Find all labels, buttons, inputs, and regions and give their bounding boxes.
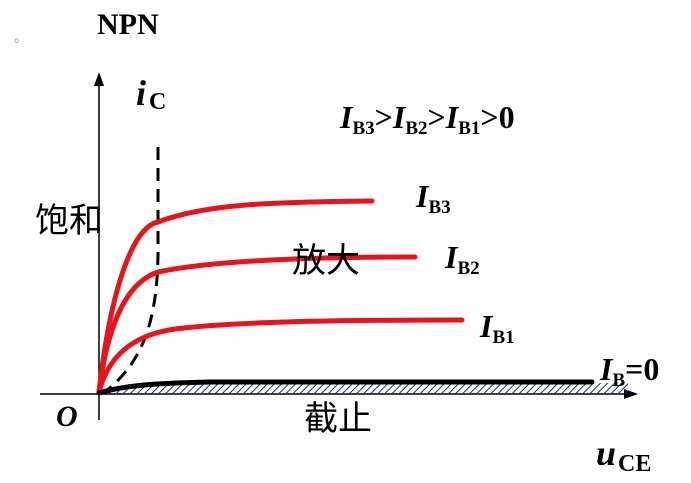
condition-op-2: > [428,99,446,135]
region-amplification: 放大 [292,241,360,281]
curve-label-ib3: IB3 [415,178,451,218]
curve-label-ib0-tail: =0 [625,351,659,387]
x-axis-label: uCE [596,433,651,477]
condition-ib2-main: I [392,99,407,135]
curve-ib3 [96,198,375,395]
condition-ib3-main: I [339,99,354,135]
curve-label-ib3-sub: B3 [428,197,450,218]
curve-label-ib3-main: I [415,178,430,214]
curve-label-ib2-sub: B2 [457,258,479,279]
curve-ib0 [96,379,595,396]
cutoff-hatch-region [99,383,628,394]
condition-op-1: > [375,99,393,135]
origin-label: O [56,400,78,433]
y-axis-label-main: i [136,73,146,113]
curve-ib2 [96,254,418,395]
curve-label-ib0-sub: B [612,370,625,391]
curve-label-ib0: IB=0 [599,351,659,391]
condition-ib1-main: I [445,99,460,135]
title: NPN [97,8,159,41]
bullet-mark: 。 [14,31,28,46]
curve-label-ib2: IB2 [444,239,480,279]
x-axis-label-main: u [596,433,616,473]
curve-label-ib2-main: I [444,239,459,275]
condition-ib2-sub: B2 [405,118,427,139]
curve-label-ib0-main: I [599,351,614,387]
saturation-boundary-dashed [105,147,160,393]
region-cutoff: 截止 [304,399,372,439]
condition-ib1-sub: B1 [458,118,480,139]
curve-ib1 [96,317,465,395]
curve-label-ib1-main: I [479,308,494,344]
curve-label-ib1: IB1 [479,308,515,348]
condition-text: IB3>IB2>IB1>0 [339,99,515,139]
y-axis-label-sub: C [149,89,166,115]
x-axis-label-sub: CE [618,451,651,477]
region-saturation: 饱和 [35,201,103,241]
y-axis-arrow [94,72,104,86]
condition-op-3: >0 [480,99,514,135]
condition-ib3-sub: B3 [352,118,374,139]
curve-label-ib1-sub: B1 [492,327,514,348]
